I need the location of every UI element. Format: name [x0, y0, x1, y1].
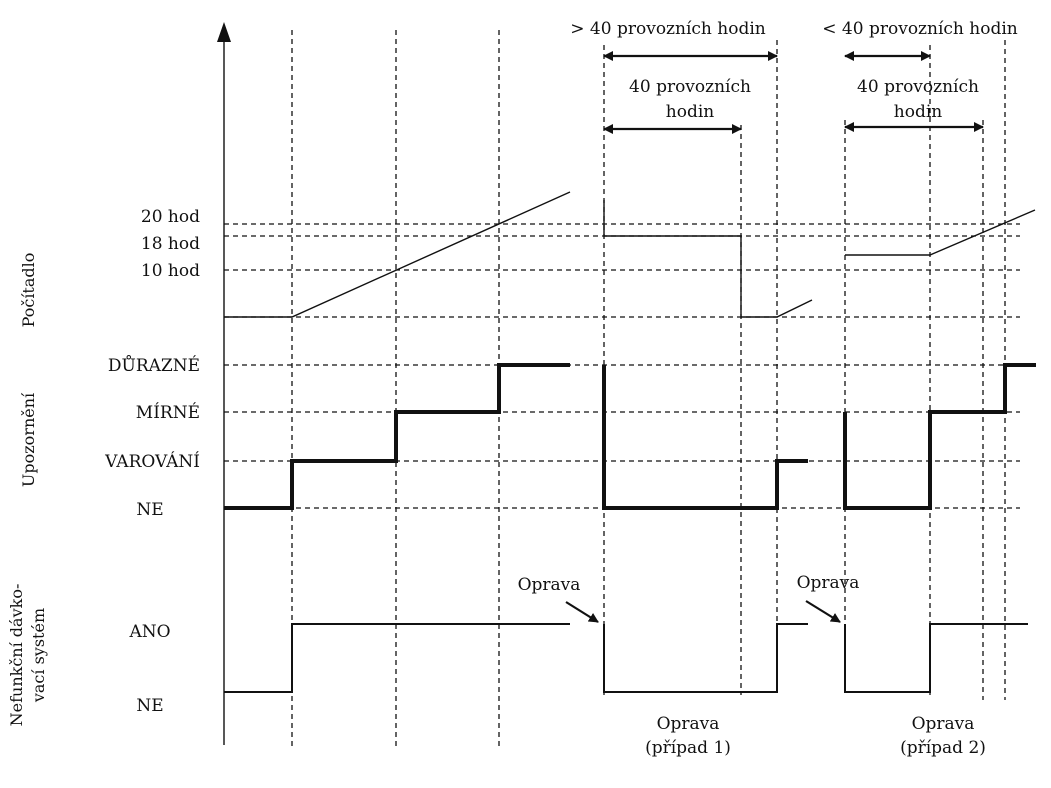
level-label-10: 10 hod — [141, 261, 200, 281]
repair-case1-line1: Oprava — [657, 714, 720, 734]
level-label-yes: ANO — [128, 622, 170, 642]
faulty-system-curve — [224, 623, 1028, 693]
interval-label-forty-1-line1: 40 provozních — [629, 77, 751, 97]
repair-case2-line1: Oprava — [912, 714, 975, 734]
axis-arrowhead-icon — [217, 22, 231, 42]
event-lines — [291, 30, 1006, 750]
section-label-faulty-line1: Nefunkční dávko- — [7, 584, 26, 727]
interval-label-forty-2-line2: hodin — [894, 102, 943, 122]
interval-label-forty-1-line2: hodin — [666, 102, 715, 122]
section-label-faulty-line2: vací systém — [29, 608, 48, 703]
section-label-warning: Upozornění — [19, 392, 38, 487]
level-lines — [224, 223, 1020, 509]
repair-case2-line2: (případ 2) — [900, 738, 986, 758]
level-label-no: NE — [136, 696, 163, 716]
interval-label-forty-2-line1: 40 provozních — [857, 77, 979, 97]
repair-case1-line2: (případ 1) — [645, 738, 731, 758]
section-label-counter: Počítadlo — [19, 253, 38, 328]
level-label-strong: DŮRAZNÉ — [108, 355, 200, 376]
level-label-20: 20 hod — [141, 207, 200, 227]
repair-pointer-arrow-2 — [805, 600, 841, 623]
counter-curve — [224, 191, 1036, 318]
level-label-none: NE — [136, 500, 163, 520]
warning-curve — [224, 363, 1036, 510]
repair-pointer-arrow-1 — [565, 601, 599, 623]
interval-label-less-40: < 40 provozních hodin — [822, 19, 1017, 39]
repair-label-1: Oprava — [518, 575, 581, 595]
level-label-warning: VAROVÁNÍ — [104, 451, 200, 472]
interval-label-more-40: > 40 provozních hodin — [570, 19, 765, 39]
level-label-mild: MÍRNÉ — [136, 402, 200, 423]
level-label-18: 18 hod — [141, 234, 200, 254]
repair-label-2: Oprava — [797, 573, 860, 593]
